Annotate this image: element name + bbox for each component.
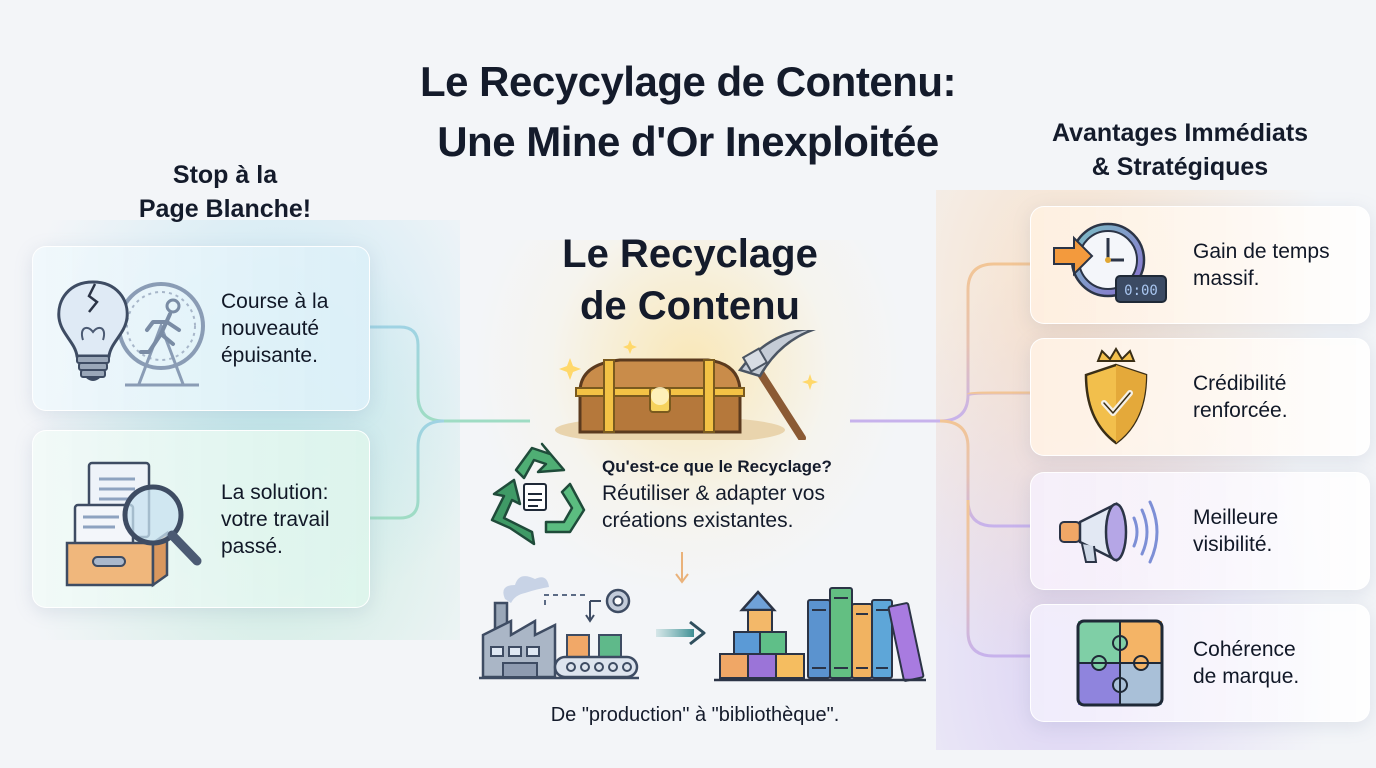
- card-text: La solution: votre travail passé.: [221, 479, 330, 560]
- broken-lightbulb-hamster-wheel-icon: [43, 259, 215, 399]
- card-exhausting-novelty: Course à la nouveauté épuisante.: [32, 246, 370, 411]
- puzzle-pieces-icon: [1041, 613, 1181, 713]
- card-text-line: de marque.: [1193, 665, 1300, 688]
- production-to-library-caption: De "production" à "bibliothèque".: [550, 704, 840, 726]
- definition-answer: Réutiliser & adapter vos créations exist…: [602, 480, 902, 534]
- card-text: Cohérence de marque.: [1193, 636, 1299, 690]
- left-title-line-2: Page Blanche!: [138, 195, 312, 223]
- card-text-line: passé.: [221, 534, 283, 558]
- card-text: Course à la nouveauté épuisante.: [221, 288, 328, 369]
- center-title: Le Recyclage de Contenu: [490, 228, 890, 332]
- card-text-line: renforcée.: [1193, 399, 1288, 422]
- card-text-line: massif.: [1193, 267, 1260, 290]
- card-text: Crédibilité renforcée.: [1193, 370, 1288, 424]
- right-section-title: Avantages Immédiats & Stratégiques: [1010, 116, 1350, 184]
- card-text-line: votre travail: [221, 507, 330, 531]
- card-text: Meilleure visibilité.: [1193, 504, 1278, 558]
- main-title-line-2: Une Mine d'Or Inexploitée: [437, 118, 939, 165]
- card-text: Gain de temps massif.: [1193, 238, 1330, 292]
- blocks-books-library-icon: [712, 582, 932, 686]
- center-title-line-2: de Contenu: [580, 284, 800, 328]
- card-credibility: Crédibilité renforcée.: [1030, 338, 1370, 456]
- recycle-document-icon: [480, 440, 590, 550]
- right-arrow-icon: [656, 618, 708, 648]
- main-title: Le Recycylage de Contenu: Une Mine d'Or …: [0, 52, 1376, 172]
- crowned-shield-check-icon: [1041, 347, 1181, 447]
- card-text-line: visibilité.: [1193, 533, 1273, 556]
- center-title-line-1: Le Recyclage: [562, 232, 818, 276]
- card-text-line: La solution:: [221, 480, 329, 504]
- definition-question: Qu'est-ce que le Recyclage?: [602, 457, 832, 476]
- down-arrow-icon: [674, 552, 690, 586]
- card-text-line: nouveauté: [221, 317, 320, 340]
- megaphone-icon: [1041, 481, 1181, 581]
- card-brand-consistency: Cohérence de marque.: [1030, 604, 1370, 722]
- left-section-title: Stop à la Page Blanche!: [110, 158, 340, 226]
- definition-answer-line-1: Réutiliser & adapter vos: [602, 482, 825, 505]
- archive-box-magnifier-icon: [43, 449, 215, 589]
- card-visibility: Meilleure visibilité.: [1030, 472, 1370, 590]
- card-text-line: Course à la: [221, 290, 329, 313]
- timer-display: 0:00: [1124, 283, 1158, 299]
- definition-answer-line-2: créations existantes.: [602, 509, 794, 532]
- factory-conveyor-icon: [475, 565, 645, 685]
- treasure-chest-pickaxe-icon: [540, 326, 840, 444]
- card-text-line: Gain de temps: [1193, 240, 1330, 263]
- right-title-line-2: & Stratégiques: [1091, 153, 1269, 181]
- card-text-line: épuisante.: [221, 344, 318, 367]
- main-title-line-1: Le Recycylage de Contenu:: [420, 58, 956, 105]
- clock-timer-icon: 0:00: [1041, 215, 1181, 315]
- left-title-line-1: Stop à la: [172, 161, 278, 189]
- card-text-line: Crédibilité: [1193, 372, 1287, 395]
- right-title-line-1: Avantages Immédiats: [1051, 119, 1309, 147]
- card-past-work-solution: La solution: votre travail passé.: [32, 430, 370, 608]
- card-text-line: Meilleure: [1193, 506, 1279, 529]
- recycling-definition: Qu'est-ce que le Recyclage? Réutiliser &…: [602, 456, 902, 534]
- card-time-saving: 0:00 Gain de temps massif.: [1030, 206, 1370, 324]
- card-text-line: Cohérence: [1193, 638, 1296, 661]
